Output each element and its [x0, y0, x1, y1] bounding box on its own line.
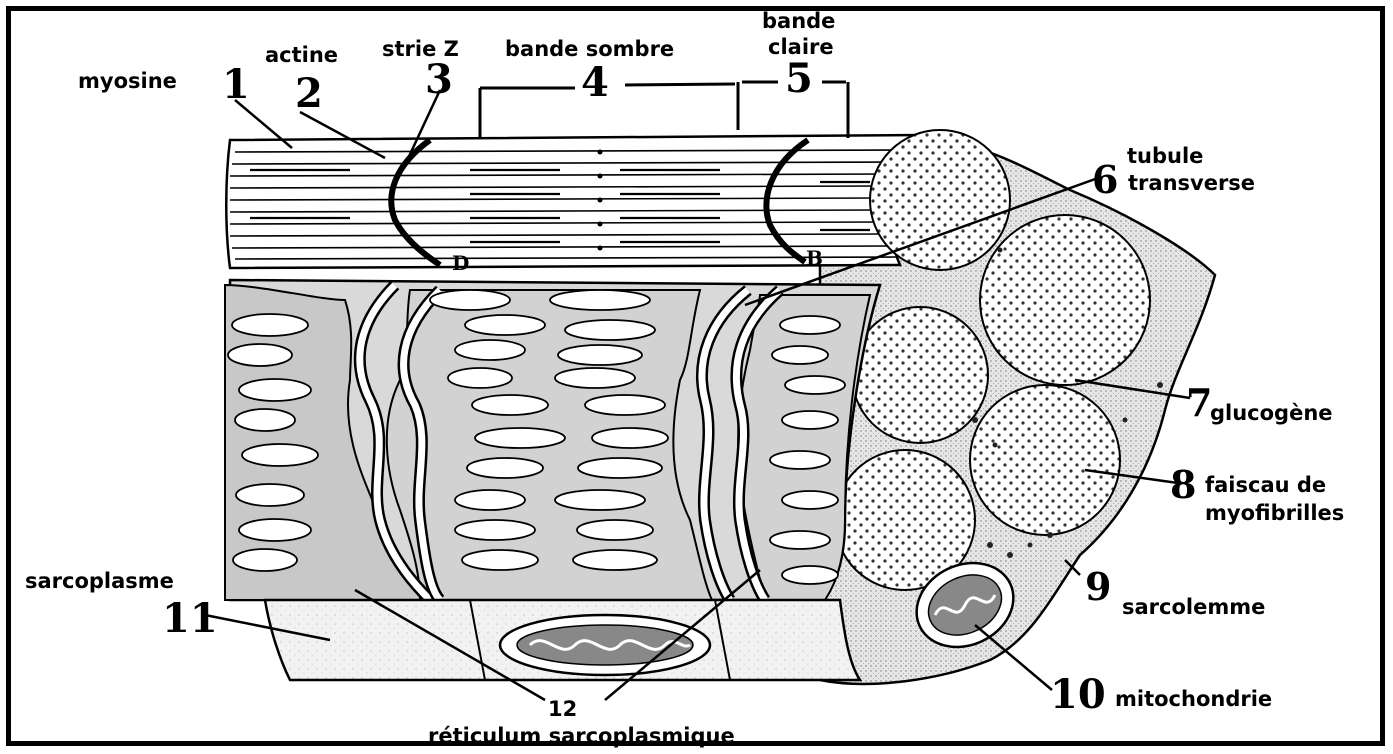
label-myosine: myosine: [78, 69, 177, 93]
label-glucogene: glucogène: [1210, 401, 1333, 425]
band-letter-d: D: [452, 251, 469, 275]
label-myofibrilles: myofibrilles: [1205, 501, 1344, 525]
label-faiscau-de: faiscau de: [1205, 473, 1326, 497]
mitochondrion-bottom: [500, 615, 710, 675]
number-3: 3: [425, 56, 453, 103]
label-bande-sombre: bande sombre: [505, 37, 674, 61]
band-letter-b: B: [806, 246, 823, 270]
label-actine: actine: [265, 43, 338, 67]
number-8: 8: [1170, 462, 1196, 507]
number-2: 2: [295, 70, 323, 117]
label-mitochondrie: mitochondrie: [1115, 687, 1272, 711]
number-12: 12: [548, 697, 577, 721]
number-11: 11: [162, 595, 218, 642]
number-1: 1: [222, 61, 250, 108]
label-sarcolemme: sarcolemme: [1122, 595, 1265, 619]
number-7: 7: [1186, 380, 1212, 425]
number-4: 4: [581, 59, 609, 106]
label-transverse: transverse: [1128, 171, 1255, 195]
label-reticulum: réticulum sarcoplasmique: [428, 724, 735, 748]
number-10: 10: [1050, 671, 1106, 718]
number-6: 6: [1092, 157, 1118, 202]
number-5: 5: [785, 55, 813, 102]
number-9: 9: [1085, 564, 1111, 609]
label-bande: bande: [762, 9, 835, 33]
label-sarcoplasme: sarcoplasme: [25, 569, 174, 593]
label-tubule: tubule: [1127, 144, 1203, 168]
